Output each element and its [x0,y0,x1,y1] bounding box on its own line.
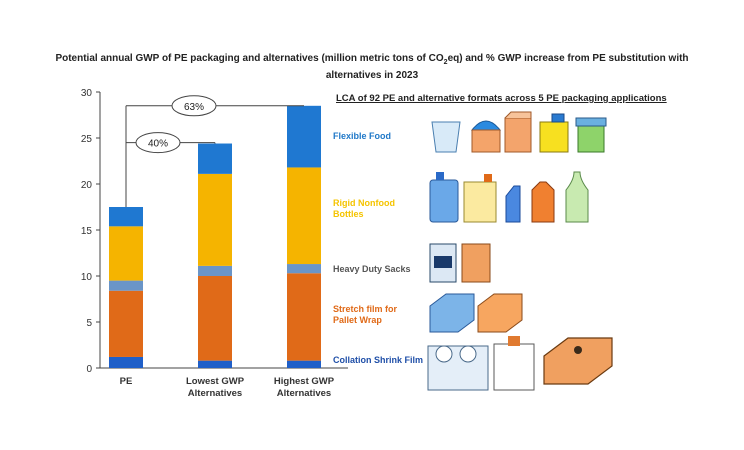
green-bottle-icon [565,171,589,223]
application-label: Collation Shrink Film [333,355,423,366]
y-tick-label: 25 [81,134,93,145]
application-label-line: Heavy Duty Sacks [333,264,411,274]
bar-segment [287,167,321,265]
green-tub-icon [577,125,605,153]
annotation-label: 40% [148,139,168,150]
yellow-jug-icon [463,181,497,223]
carton-icon [504,117,532,153]
bar-segment [287,264,321,274]
application-label: Flexible Food [333,131,391,142]
application-label: Heavy Duty Sacks [333,264,411,275]
bar-segment [287,360,321,368]
application-label-line: Collation Shrink Film [333,355,424,365]
carrier-handle-icon [508,336,520,346]
bar-segment [287,105,321,168]
bar-segment [109,280,143,291]
chart-bars [109,105,321,368]
legend-heading: LCA of 92 PE and alternative formats acr… [336,93,667,104]
annotation-oval [171,95,217,117]
y-tick-label: 10 [81,272,93,283]
y-tick-label: 15 [81,226,93,237]
shrink-roll-icon [435,345,453,363]
chart-title-prefix: Potential annual GWP of PE packaging and… [55,53,444,64]
orange-bottle-icon [531,181,555,223]
application-label-line: Rigid Nonfood [333,198,395,208]
spray-bottle-icon [505,185,521,223]
packaging-illustrations [427,111,613,391]
shrink-roll-icon [459,345,477,363]
tray-box-icon [543,337,613,385]
tray-hole-icon [574,346,582,354]
bar-segment [198,143,232,174]
chart-title-suffix: eq) and % GWP increase from PE substitut… [325,53,689,81]
annotation-oval [135,132,181,154]
blue-jug-icon [429,179,459,223]
dome-cup-base-icon [471,129,501,153]
chart-title: Potential annual GWP of PE packaging and… [40,52,704,82]
dome-cup-icon [470,120,502,131]
yellow-jug-cap-icon [484,174,492,182]
chart-title-subscript: 2 [443,59,448,66]
cardboard-pallet-icon [477,293,523,333]
y-tick-label: 20 [81,180,93,191]
bar-segment [198,173,232,266]
bar-segment [198,265,232,276]
sack-blue-label-icon [434,256,452,268]
application-label-line: Stretch film for [333,304,398,314]
bar-segment [109,226,143,281]
paper-sack-icon [461,243,491,283]
y-tick-label: 0 [86,364,92,375]
carrier-pack-icon [493,343,535,391]
bar-segment [109,207,143,227]
clear-cup-icon [431,121,461,153]
y-tick-label: 30 [81,88,93,99]
carton-top-icon [504,111,532,119]
x-category-label: PE [120,376,133,387]
bar-segment [109,290,143,357]
application-label-line: Flexible Food [333,131,392,141]
annotation-label: 63% [184,102,204,113]
application-label-line: Bottles [333,209,364,219]
bar-segment [109,356,143,368]
yellow-lid-icon [551,113,565,123]
wrapped-pallet-icon [429,293,475,333]
bar-segment [287,273,321,361]
bar-segment [198,276,232,361]
chart-annotations: 40% 63% [125,95,304,207]
y-tick-label: 5 [86,318,92,329]
blue-jug-cap-icon [436,172,444,180]
application-label-line: Pallet Wrap [333,315,382,325]
yellow-box-icon [539,121,569,153]
bar-segment [198,360,232,368]
green-tub-lid-icon [575,117,607,127]
